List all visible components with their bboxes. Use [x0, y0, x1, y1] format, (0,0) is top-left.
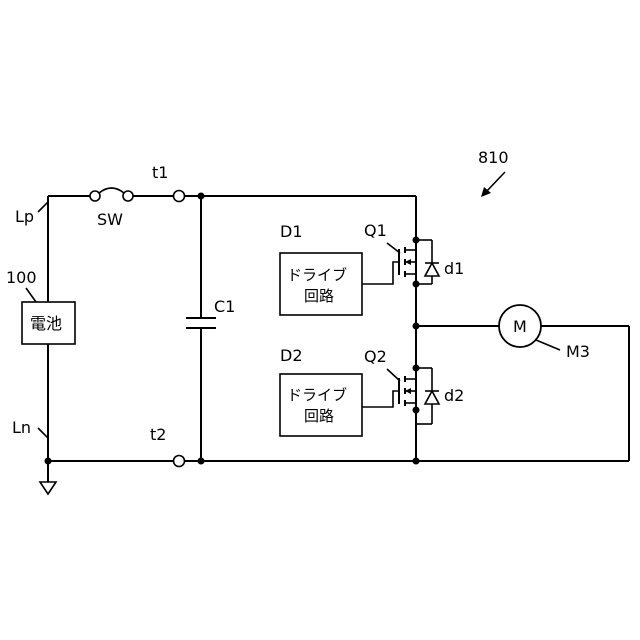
gate-wire-q1: [362, 262, 399, 284]
capacitor-c1: [186, 196, 216, 461]
terminal-t1: [174, 191, 185, 202]
figure-ref-label: 810: [478, 148, 509, 167]
transistor-q1: [399, 247, 416, 277]
drive-circuit-d2-ref: D2: [280, 346, 303, 365]
drive-circuit-d2-text-line1: ドライブ: [287, 386, 347, 404]
switch-sw: [90, 188, 133, 201]
drive-circuit-d2-text-line2: 回路: [304, 407, 334, 425]
diode-d2: [416, 368, 439, 424]
capacitor-label: C1: [214, 297, 235, 316]
drive-circuit-d1-box: [280, 253, 362, 315]
terminal-t1-label: t1: [152, 163, 168, 182]
drive-circuit-d2-box: [280, 374, 362, 436]
switch-label: SW: [97, 210, 123, 229]
transistor-q2-label: Q2: [364, 347, 387, 366]
battery-ref-label: 100: [6, 268, 37, 287]
battery-label: 電池: [30, 314, 62, 333]
drive-circuit-d1-text-line1: ドライブ: [287, 266, 347, 284]
figure-ref-arrow: [481, 172, 505, 197]
ground-symbol: [40, 461, 56, 494]
junction-dot: [45, 458, 52, 465]
transistor-q1-label: Q1: [364, 221, 387, 240]
junction-dot: [413, 407, 420, 414]
line-positive-label: Lp: [15, 207, 34, 226]
diode-d1: [416, 240, 439, 284]
transistor-q2: [399, 376, 416, 406]
motor-symbol-label: M: [513, 317, 527, 336]
terminal-t2-label: t2: [150, 425, 166, 444]
drive-circuit-d1-ref: D1: [280, 222, 303, 241]
terminal-t2: [174, 456, 185, 467]
diode-d2-label: d2: [444, 386, 464, 405]
drive-circuit-d1-text-line2: 回路: [304, 287, 334, 305]
junction-dot: [413, 458, 420, 465]
gate-wire-q2: [362, 391, 399, 407]
diode-d1-label: d1: [444, 259, 464, 278]
line-negative-label: Ln: [12, 418, 31, 437]
junction-dot: [413, 323, 420, 330]
motor-ref-label: M3: [566, 342, 590, 361]
